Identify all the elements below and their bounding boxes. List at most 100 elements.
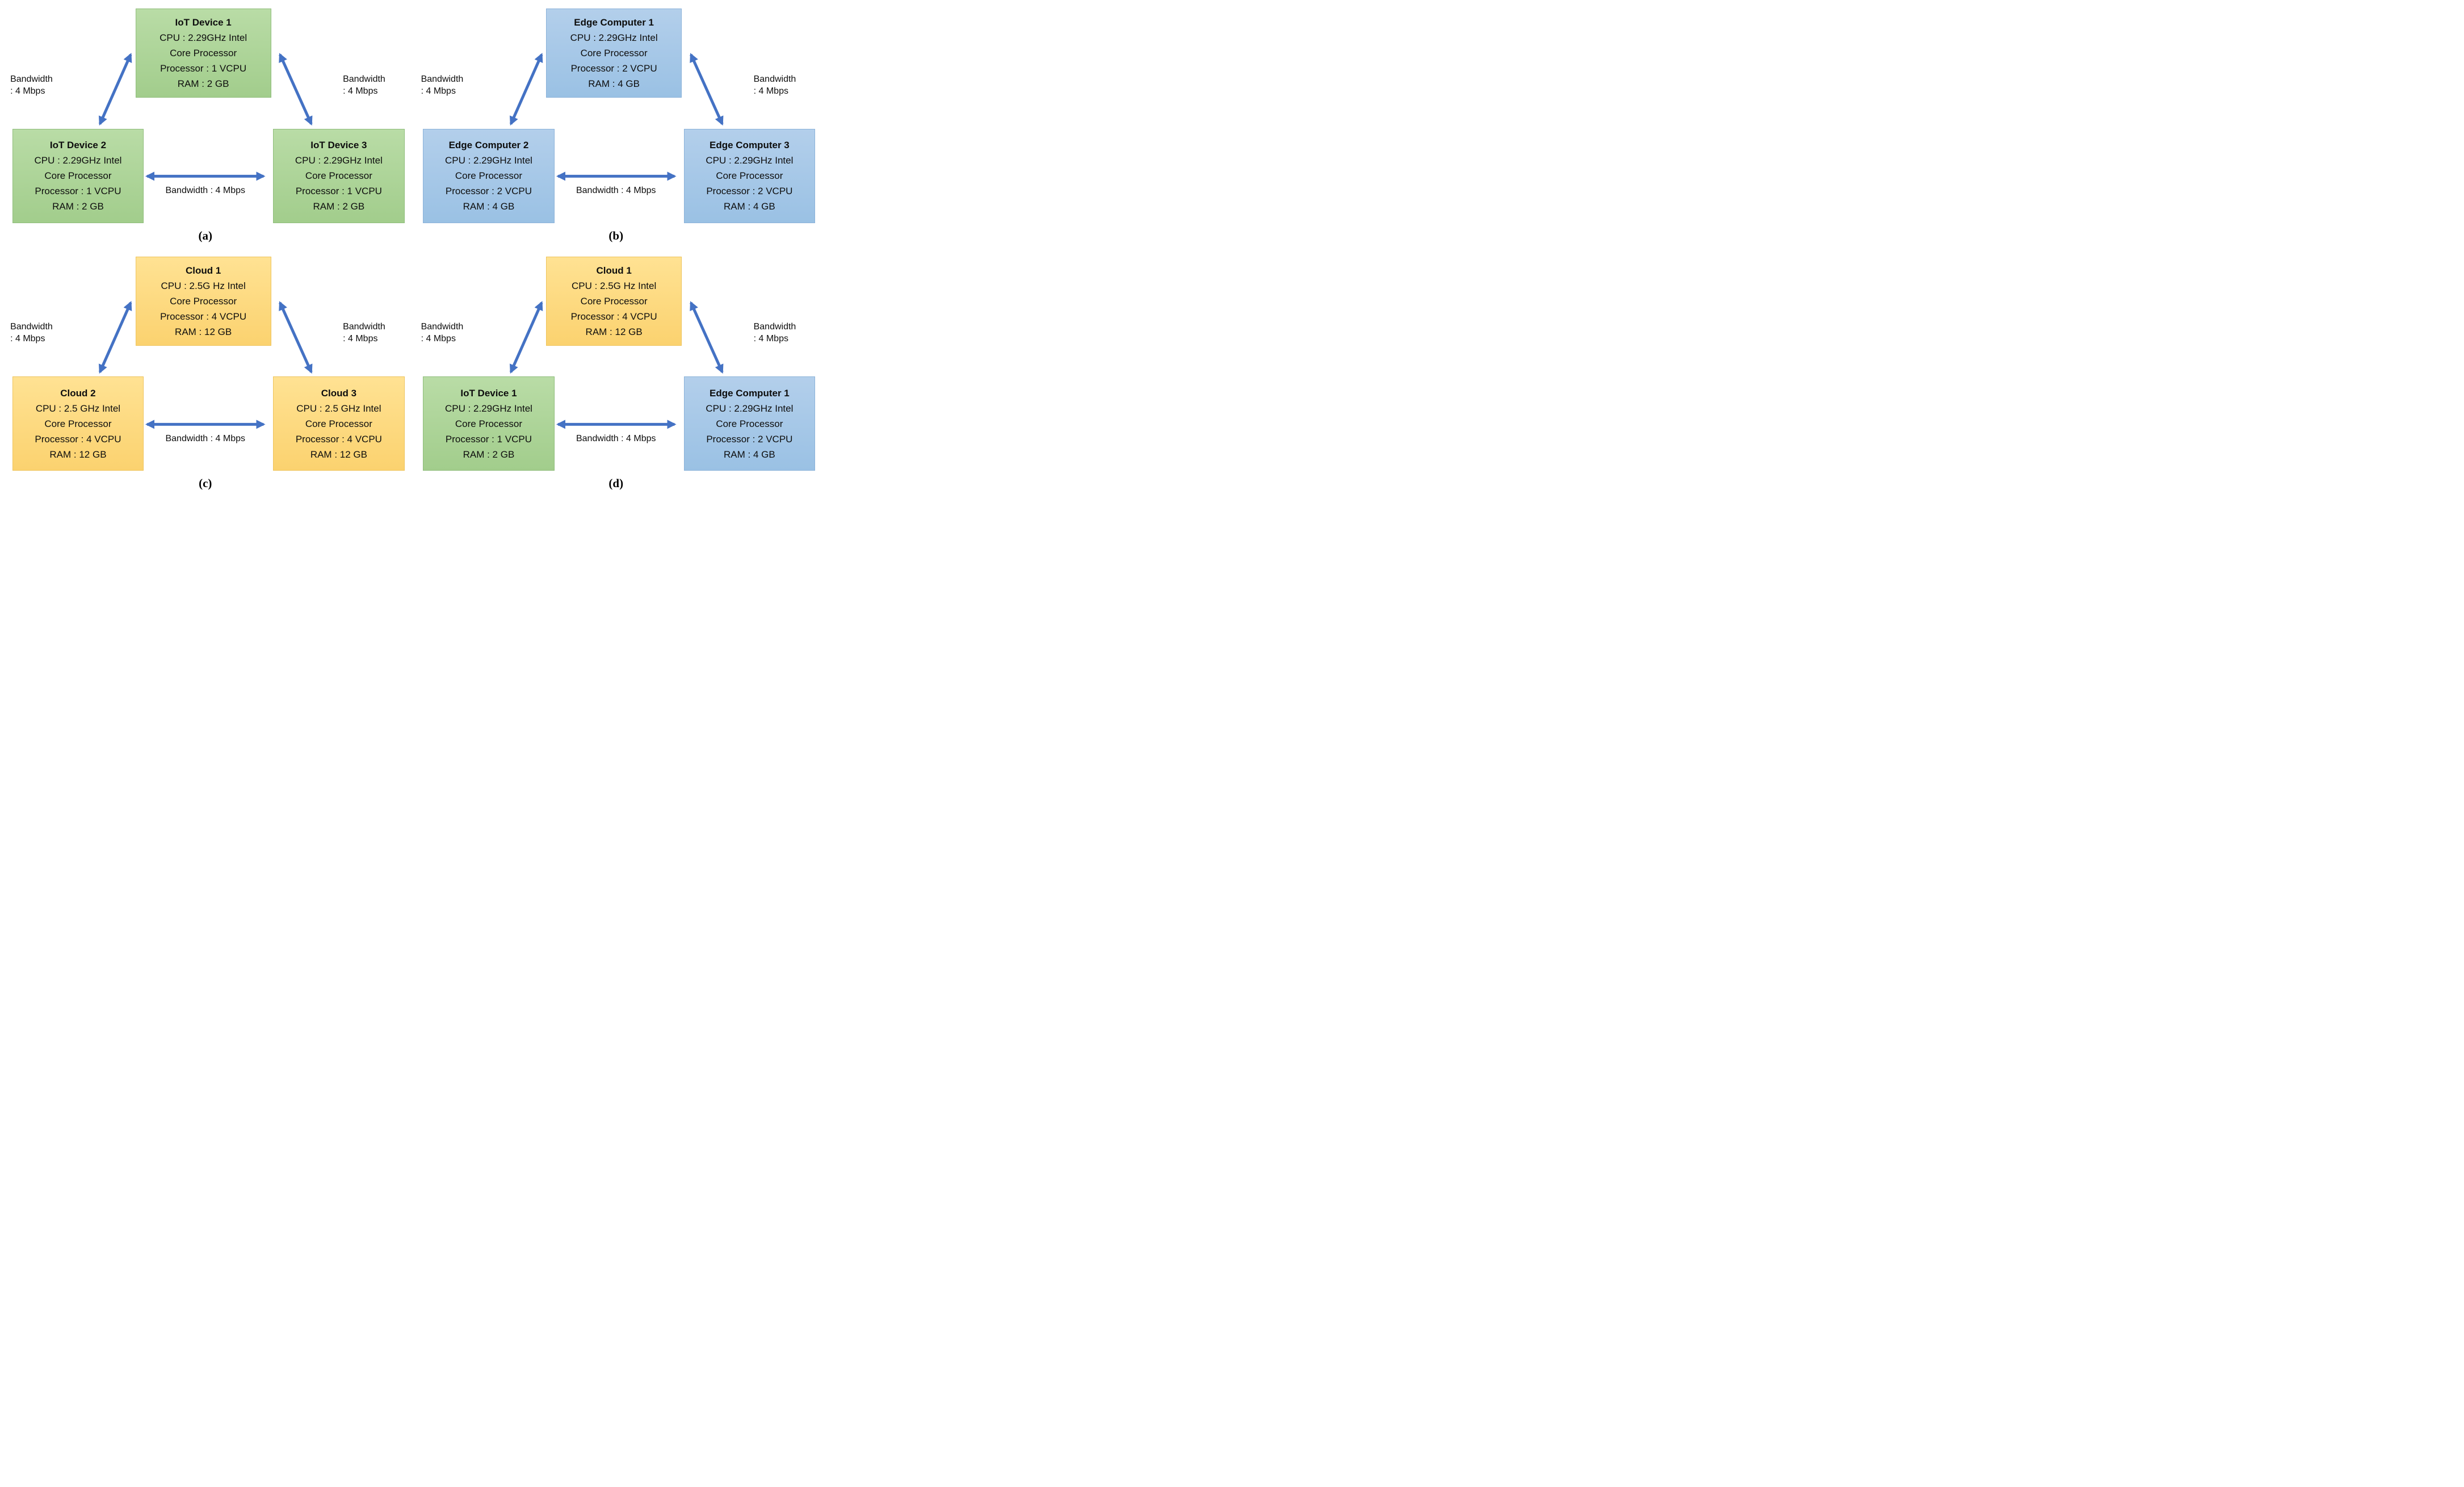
- link-top-right-arrow: [279, 300, 313, 374]
- node-spec-cpu2: Core Processor: [580, 295, 648, 307]
- node-spec-cpu: CPU : 2.29GHz Intel: [444, 155, 532, 166]
- node-spec-cpu: CPU : 2.29GHz Intel: [34, 155, 122, 166]
- panel-a: IoT Device 1 CPU : 2.29GHz Intel Core Pr…: [0, 0, 411, 248]
- node-edge-computer-2: Edge Computer 2 CPU : 2.29GHz Intel Core…: [423, 128, 555, 223]
- node-spec-cpu2: Core Processor: [716, 170, 783, 182]
- node-spec-processor: Processor : 1 VCPU: [445, 433, 532, 445]
- bandwidth-label-right: Bandwidth : 4 Mbps: [753, 322, 796, 344]
- node-spec-processor: Processor : 2 VCPU: [570, 63, 657, 74]
- node-spec-cpu: CPU : 2.29GHz Intel: [706, 403, 794, 414]
- link-arrows: [98, 53, 313, 181]
- node-cloud-1: Cloud 1 CPU : 2.5G Hz Intel Core Process…: [546, 256, 682, 346]
- link-top-left-arrow: [509, 53, 543, 126]
- node-edge-computer-1: Edge Computer 1 CPU : 2.29GHz Intel Core…: [546, 9, 682, 98]
- node-title: IoT Device 2: [49, 140, 107, 151]
- node-iot-device-2: IoT Device 2 CPU : 2.29GHz Intel Core Pr…: [12, 128, 144, 223]
- bandwidth-label-bottom: Bandwidth : 4 Mbps: [576, 186, 656, 196]
- node-title: Edge Computer 3: [710, 140, 790, 151]
- node-spec-processor: Processor : 4 VCPU: [295, 433, 382, 445]
- bandwidth-label-bottom: Bandwidth : 4 Mbps: [165, 186, 246, 196]
- bandwidth-label-bottom: Bandwidth : 4 Mbps: [576, 433, 656, 443]
- node-spec-processor: Processor : 1 VCPU: [295, 186, 382, 197]
- node-spec-processor: Processor : 4 VCPU: [570, 311, 657, 322]
- node-spec-cpu2: Core Processor: [716, 418, 783, 429]
- panel-c: Cloud 1 CPU : 2.5G Hz Intel Core Process…: [0, 248, 411, 496]
- node-spec-cpu: CPU : 2.5G Hz Intel: [571, 280, 657, 291]
- link-top-right-arrow: [279, 53, 313, 126]
- link-top-right-arrow: [689, 53, 724, 126]
- node-spec-cpu: CPU : 2.29GHz Intel: [570, 32, 658, 44]
- node-title: IoT Device 1: [460, 387, 517, 399]
- node-spec-processor: Processor : 1 VCPU: [160, 63, 247, 74]
- link-top-left-arrow: [98, 300, 132, 374]
- bandwidth-label-left: Bandwidth : 4 Mbps: [10, 74, 53, 96]
- panel-caption: (c): [199, 476, 212, 491]
- panel-d: Cloud 1 CPU : 2.5G Hz Intel Core Process…: [411, 248, 822, 496]
- node-spec-cpu2: Core Processor: [170, 48, 237, 59]
- node-spec-cpu2: Core Processor: [305, 170, 372, 182]
- node-spec-processor: Processor : 4 VCPU: [160, 311, 247, 322]
- link-top-left-arrow: [509, 300, 543, 374]
- node-spec-processor: Processor : 2 VCPU: [706, 433, 793, 445]
- node-spec-cpu2: Core Processor: [170, 295, 237, 307]
- node-title: Edge Computer 2: [448, 140, 529, 151]
- link-arrows: [509, 300, 724, 429]
- node-spec-ram: RAM : 12 GB: [175, 326, 232, 337]
- node-spec-ram: RAM : 12 GB: [585, 326, 643, 337]
- node-spec-cpu: CPU : 2.5 GHz Intel: [296, 403, 381, 414]
- panel-b: Edge Computer 1 CPU : 2.29GHz Intel Core…: [411, 0, 822, 248]
- node-spec-processor: Processor : 1 VCPU: [35, 186, 121, 197]
- node-cloud-1: Cloud 1 CPU : 2.5G Hz Intel Core Process…: [135, 256, 271, 346]
- node-cloud-3: Cloud 3 CPU : 2.5 GHz Intel Core Process…: [273, 376, 405, 471]
- node-spec-ram: RAM : 2 GB: [177, 78, 229, 90]
- panel-caption: (d): [608, 476, 624, 491]
- node-spec-ram: RAM : 4 GB: [724, 201, 775, 212]
- node-spec-cpu: CPU : 2.29GHz Intel: [706, 155, 794, 166]
- node-spec-cpu2: Core Processor: [455, 418, 523, 429]
- bandwidth-label-left: Bandwidth : 4 Mbps: [10, 322, 53, 344]
- node-spec-cpu2: Core Processor: [44, 418, 112, 429]
- panel-caption: (a): [198, 228, 213, 242]
- bandwidth-label-left: Bandwidth : 4 Mbps: [421, 74, 464, 96]
- node-spec-ram: RAM : 4 GB: [724, 449, 775, 460]
- node-edge-computer-1: Edge Computer 1 CPU : 2.29GHz Intel Core…: [683, 376, 816, 471]
- node-spec-ram: RAM : 12 GB: [310, 449, 367, 460]
- node-title: Cloud 3: [321, 387, 357, 399]
- node-spec-cpu2: Core Processor: [44, 170, 112, 182]
- bandwidth-label-left: Bandwidth : 4 Mbps: [421, 322, 464, 344]
- node-spec-ram: RAM : 12 GB: [49, 449, 107, 460]
- node-title: Edge Computer 1: [710, 387, 790, 399]
- node-title: Cloud 2: [60, 387, 96, 399]
- node-edge-computer-3: Edge Computer 3 CPU : 2.29GHz Intel Core…: [683, 128, 816, 223]
- node-title: Cloud 1: [596, 265, 632, 276]
- node-spec-cpu: CPU : 2.5 GHz Intel: [35, 403, 121, 414]
- node-spec-processor: Processor : 2 VCPU: [445, 186, 532, 197]
- node-spec-cpu: CPU : 2.29GHz Intel: [295, 155, 383, 166]
- node-spec-processor: Processor : 4 VCPU: [35, 433, 121, 445]
- bandwidth-label-right: Bandwidth : 4 Mbps: [343, 322, 385, 344]
- node-spec-processor: Processor : 2 VCPU: [706, 186, 793, 197]
- node-title: Edge Computer 1: [574, 17, 654, 28]
- link-top-left-arrow: [98, 53, 132, 126]
- node-title: IoT Device 1: [175, 17, 232, 28]
- node-title: Cloud 1: [185, 265, 221, 276]
- node-cloud-2: Cloud 2 CPU : 2.5 GHz Intel Core Process…: [12, 376, 144, 471]
- node-spec-ram: RAM : 2 GB: [313, 201, 365, 212]
- link-arrows: [98, 300, 313, 429]
- node-spec-cpu: CPU : 2.29GHz Intel: [444, 403, 532, 414]
- node-title: IoT Device 3: [310, 140, 367, 151]
- node-spec-ram: RAM : 2 GB: [463, 449, 515, 460]
- node-spec-cpu2: Core Processor: [455, 170, 523, 182]
- node-spec-ram: RAM : 4 GB: [588, 78, 640, 90]
- node-spec-cpu: CPU : 2.29GHz Intel: [159, 32, 247, 44]
- bandwidth-label-right: Bandwidth : 4 Mbps: [343, 74, 385, 96]
- node-spec-cpu: CPU : 2.5G Hz Intel: [161, 280, 246, 291]
- node-iot-device-3: IoT Device 3 CPU : 2.29GHz Intel Core Pr…: [273, 128, 405, 223]
- panel-caption: (b): [608, 228, 624, 242]
- link-top-right-arrow: [689, 300, 724, 374]
- node-spec-cpu2: Core Processor: [580, 48, 648, 59]
- node-iot-device-1: IoT Device 1 CPU : 2.29GHz Intel Core Pr…: [423, 376, 555, 471]
- node-iot-device-1: IoT Device 1 CPU : 2.29GHz Intel Core Pr…: [135, 9, 271, 98]
- node-spec-cpu2: Core Processor: [305, 418, 372, 429]
- bandwidth-label-bottom: Bandwidth : 4 Mbps: [165, 433, 246, 443]
